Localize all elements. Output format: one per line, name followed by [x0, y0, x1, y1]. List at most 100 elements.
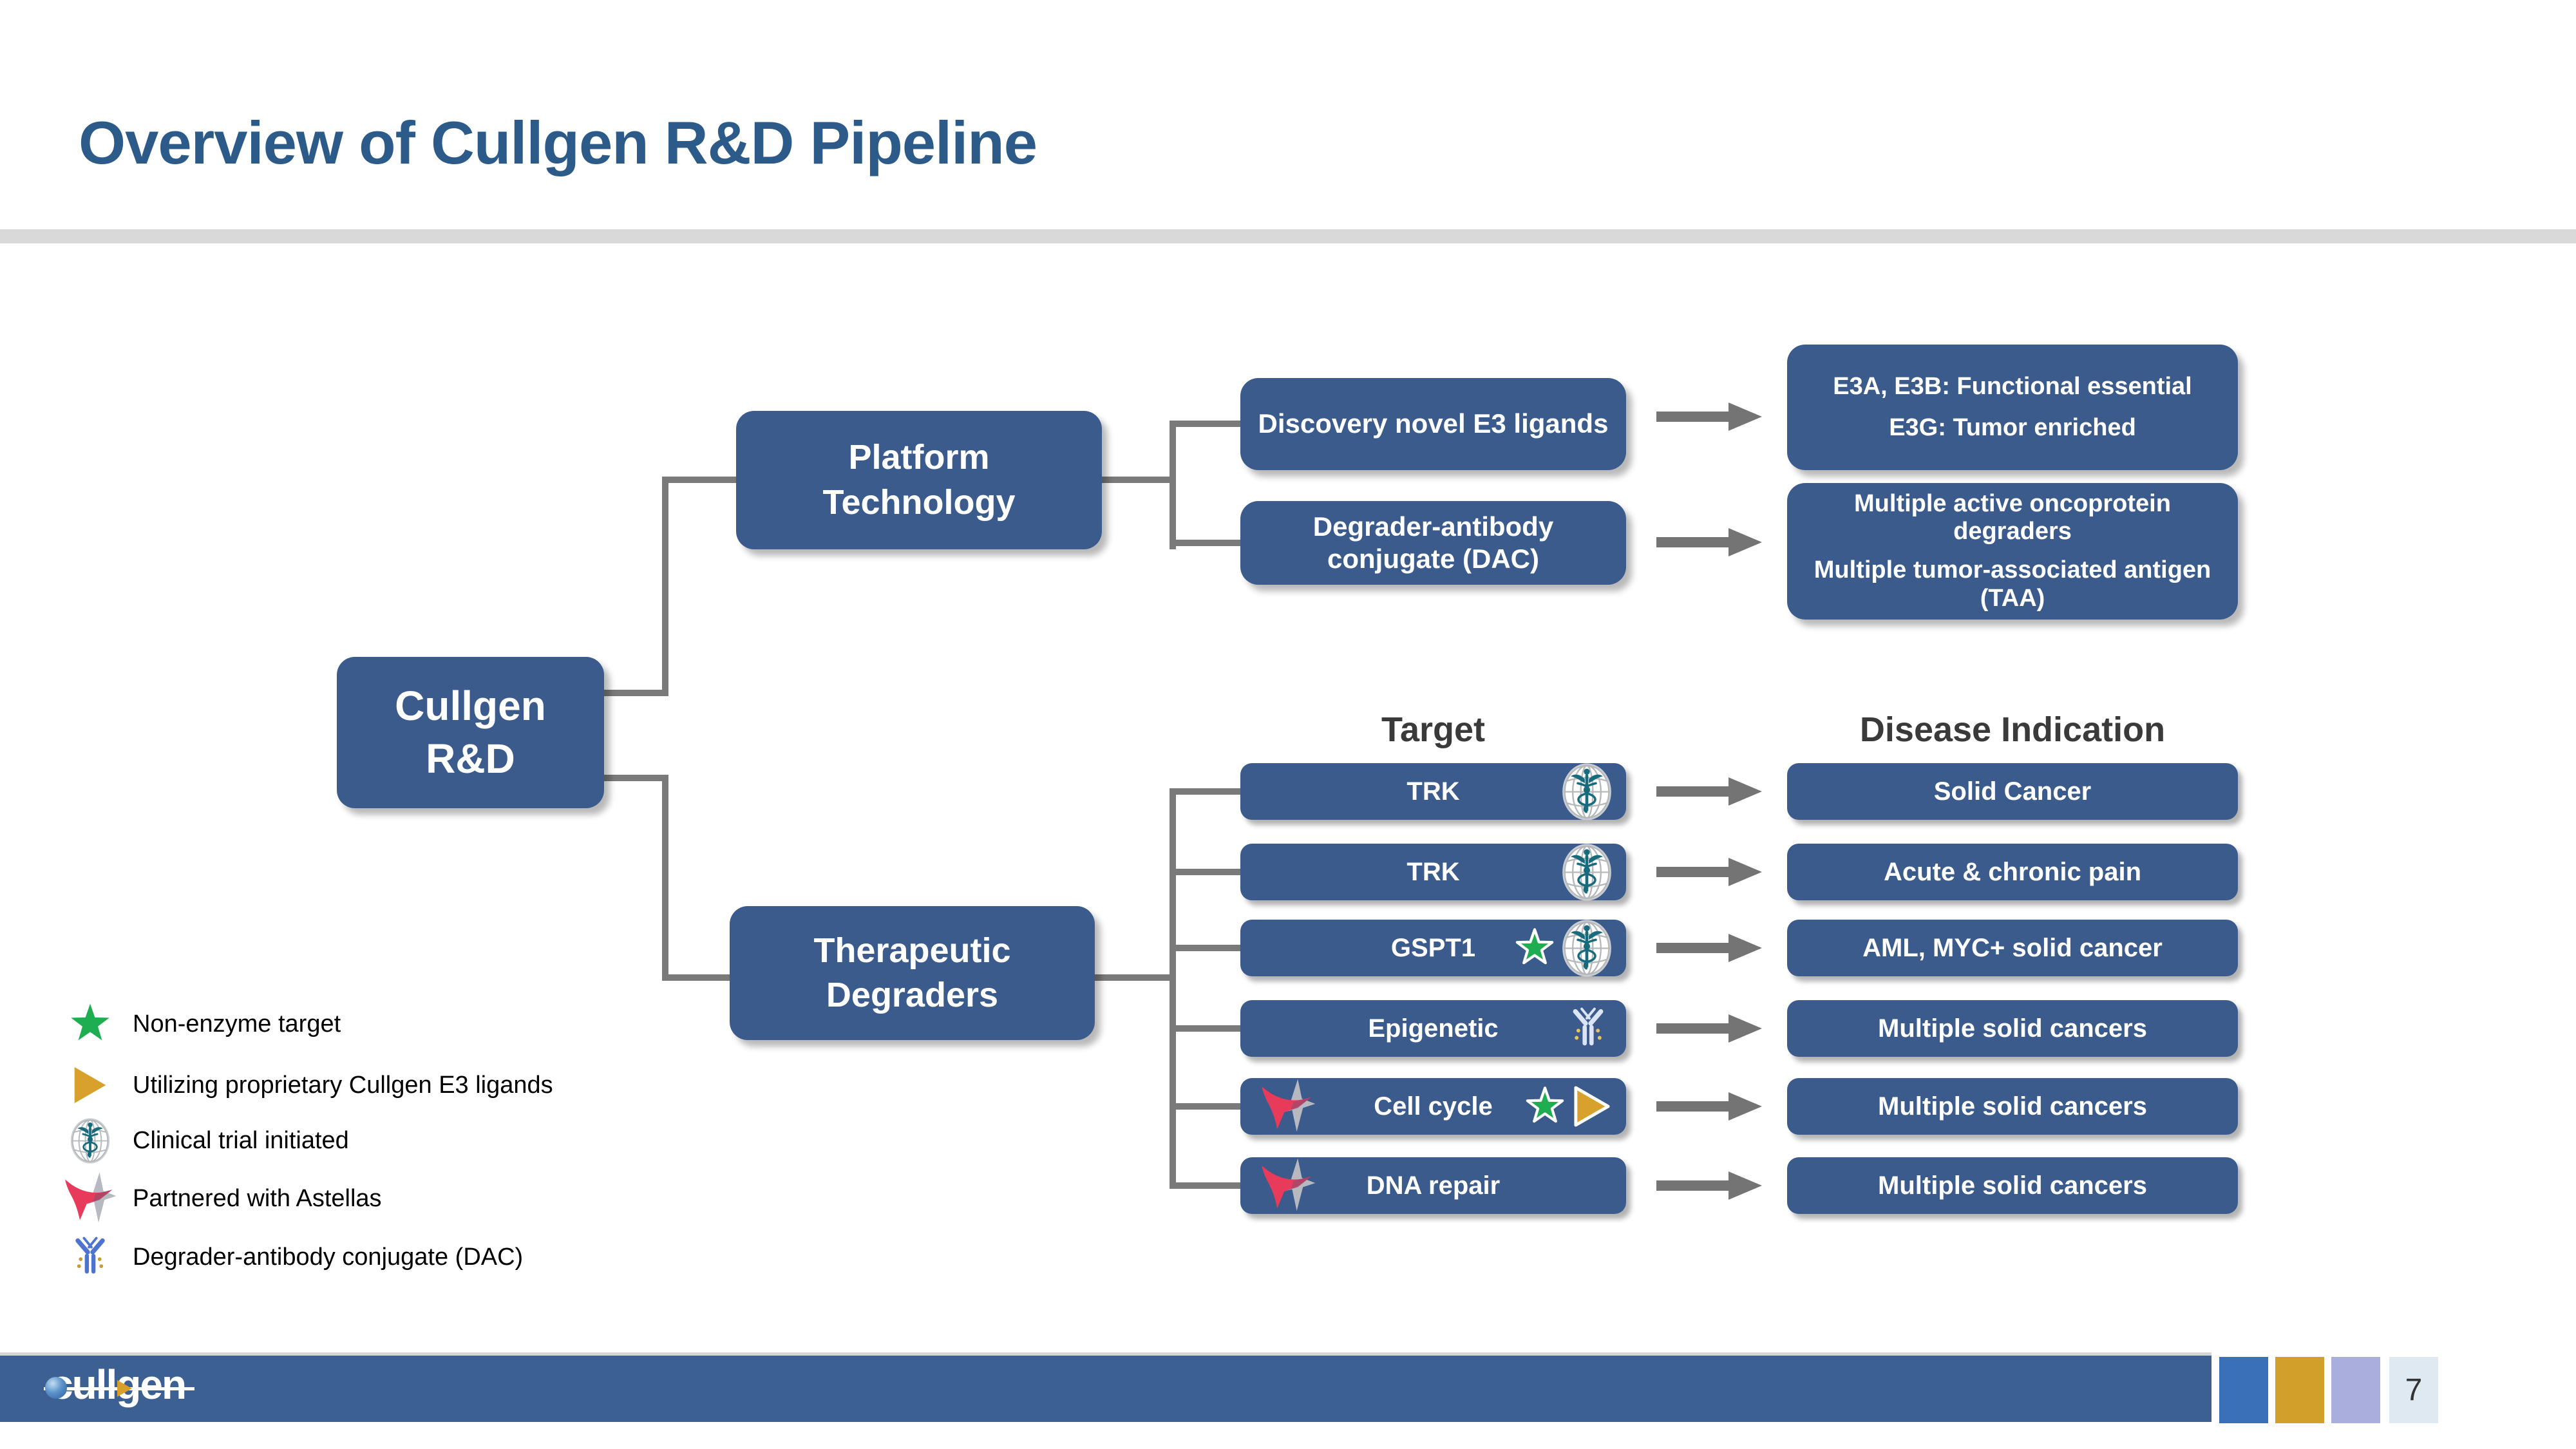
connector-line: [1170, 1103, 1240, 1110]
legend-label: Partnered with Astellas: [133, 1184, 382, 1212]
clinical-trial-icon: [1562, 920, 1612, 977]
branch-box-therapeutic-degraders: Therapeutic Degraders: [730, 906, 1095, 1040]
disease-box-solid-cancer: Solid Cancer: [1787, 763, 2238, 820]
target-label: GSPT1: [1390, 933, 1476, 962]
target-box-cell-cycle: Cell cycle: [1240, 1078, 1626, 1135]
target-label: DNA repair: [1366, 1171, 1501, 1200]
platform-label-line2: Technology: [822, 482, 1016, 522]
footer-square-blue: [2219, 1357, 2268, 1423]
outcome-e3-line2: E3G: Tumor enriched: [1889, 413, 2136, 441]
footer-bar: [0, 1356, 2211, 1422]
outcome-dac-line2: Multiple tumor-associated antigen (TAA): [1814, 556, 2211, 612]
connector-line: [1170, 945, 1240, 951]
platform-child-discovery-e3-ligands: Discovery novel E3 ligands: [1240, 378, 1626, 470]
footer-divider: [0, 1352, 2211, 1356]
logo-sphere-icon: [45, 1377, 67, 1399]
connector-line: [662, 477, 736, 483]
legend-item-partnered-astellas: Partnered with Astellas: [61, 1172, 382, 1225]
legend-item-clinical-trial: Clinical trial initiated: [61, 1114, 349, 1167]
arrow-icon: [1656, 934, 1762, 962]
outcome-dac-line1: Multiple active oncoprotein degraders: [1854, 489, 2171, 545]
arrow-icon: [1656, 777, 1762, 806]
target-label: Cell cycle: [1374, 1092, 1493, 1121]
connector-line: [1170, 1182, 1240, 1189]
footer-square-lavender: [2331, 1357, 2380, 1423]
disease-label: Acute & chronic pain: [1883, 857, 2142, 886]
non-enzyme-target-icon: [1515, 928, 1554, 968]
astellas-star-icon: [61, 1171, 120, 1226]
connector-line: [604, 690, 668, 696]
target-label: TRK: [1406, 777, 1460, 806]
page-number: 7: [2405, 1373, 2423, 1407]
disease-label: Multiple solid cancers: [1878, 1171, 2147, 1200]
green-star-icon: [61, 1002, 120, 1046]
antibody-icon: [61, 1236, 120, 1278]
target-box-trk-solid-cancer: TRK: [1240, 763, 1626, 820]
disease-label: Multiple solid cancers: [1878, 1092, 2147, 1121]
dac-label: Degrader-antibody conjugate (DAC): [1312, 511, 1554, 574]
connector-line: [662, 974, 731, 981]
connector-line: [1102, 477, 1176, 483]
astellas-star-icon: [1260, 1078, 1316, 1135]
target-label: Epigenetic: [1368, 1014, 1499, 1043]
gold-triangle-icon: [61, 1065, 120, 1106]
outcome-box-dac: Multiple active oncoprotein degraders Mu…: [1787, 483, 2238, 620]
arrow-icon: [1656, 1092, 1762, 1121]
connector-line: [1095, 974, 1176, 981]
disease-box-acute-chronic-pain: Acute & chronic pain: [1787, 844, 2238, 900]
non-enzyme-target-icon: [1526, 1086, 1564, 1126]
outcome-e3-line1: E3A, E3B: Functional essential: [1833, 372, 2192, 400]
degrader-antibody-conjugate-icon: [1567, 1003, 1609, 1054]
connector-line: [604, 775, 668, 781]
legend-label: Non-enzyme target: [133, 1010, 341, 1037]
arrow-icon: [1656, 1014, 1762, 1043]
legend-label: Utilizing proprietary Cullgen E3 ligands: [133, 1071, 553, 1099]
disease-box-multiple-solid-cancers-1: Multiple solid cancers: [1787, 1000, 2238, 1057]
column-header-disease-indication: Disease Indication: [1859, 710, 2166, 749]
arrow-icon: [1656, 402, 1762, 431]
legend-item-dac: Degrader-antibody conjugate (DAC): [61, 1231, 523, 1283]
target-box-dna-repair: DNA repair: [1240, 1157, 1626, 1214]
root-label-line2: R&D: [426, 735, 515, 782]
outcome-box-e3-ligands: E3A, E3B: Functional essential E3G: Tumo…: [1787, 345, 2238, 470]
connector-line: [1170, 788, 1176, 1189]
cullgen-logo: cullgen: [44, 1364, 195, 1405]
connector-line: [1170, 788, 1240, 795]
arrow-icon: [1656, 1171, 1762, 1200]
column-header-target: Target: [1381, 710, 1486, 749]
footer-square-gold: [2275, 1357, 2324, 1423]
target-box-gspt1: GSPT1: [1240, 920, 1626, 976]
discovery-label: Discovery novel E3 ligands: [1258, 408, 1609, 439]
therapeutic-label-line1: Therapeutic: [813, 931, 1011, 970]
clinical-trial-icon: [1562, 844, 1612, 901]
arrow-icon: [1656, 858, 1762, 886]
legend-label: Degrader-antibody conjugate (DAC): [133, 1243, 524, 1271]
connector-line: [1170, 869, 1240, 875]
cullgen-e3-ligand-icon: [1573, 1085, 1611, 1128]
connector-line: [662, 477, 668, 696]
connector-line: [1170, 421, 1240, 427]
disease-box-aml-myc: AML, MYC+ solid cancer: [1787, 920, 2238, 976]
arrow-icon: [1656, 528, 1762, 556]
branch-box-platform-technology: Platform Technology: [736, 411, 1102, 549]
connector-line: [1170, 540, 1240, 546]
title-divider: [0, 229, 2576, 243]
disease-label: Solid Cancer: [1933, 777, 2092, 806]
disease-box-multiple-solid-cancers-2: Multiple solid cancers: [1787, 1078, 2238, 1135]
disease-label: AML, MYC+ solid cancer: [1862, 933, 2163, 962]
disease-label: Multiple solid cancers: [1878, 1014, 2147, 1043]
target-label: TRK: [1406, 857, 1460, 886]
root-label-line1: Cullgen: [395, 682, 546, 729]
page-title: Overview of Cullgen R&D Pipeline: [79, 109, 1037, 176]
connector-line: [1170, 421, 1176, 549]
caduceus-globe-icon: [61, 1118, 120, 1164]
legend-item-cullgen-e3-ligands: Utilizing proprietary Cullgen E3 ligands: [61, 1059, 553, 1112]
root-box-cullgen-rd: Cullgen R&D: [337, 657, 604, 808]
target-box-epigenetic: Epigenetic: [1240, 1000, 1626, 1057]
therapeutic-label-line2: Degraders: [826, 976, 999, 1014]
logo-triangle-icon: [117, 1380, 132, 1397]
footer-page-box: 7: [2389, 1357, 2438, 1423]
platform-label-line1: Platform: [848, 438, 990, 477]
clinical-trial-icon: [1562, 763, 1612, 820]
